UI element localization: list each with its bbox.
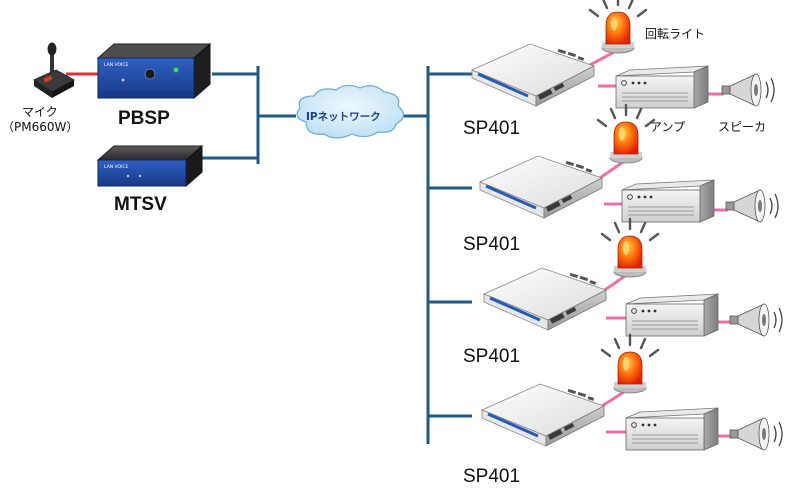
sp401-device [482,266,608,332]
amp-label: アンプ [650,120,685,134]
sp401-label-4: SP401 [463,466,520,487]
sp401-group-3 [482,217,783,337]
sp401-label-1: SP401 [463,118,520,139]
amplifier-icon [625,293,719,337]
mic-model-label: （PM660W） [2,120,78,134]
speaker-icon [725,189,779,223]
sp401-group-4 [480,333,783,451]
mtsv-label: MTSV [114,194,167,215]
amplifier-icon [621,179,715,223]
microphone-icon [32,42,100,98]
pbsp-label: PBSP [118,108,170,129]
sp401-label-2: SP401 [463,234,520,255]
cloud-icon [296,84,405,139]
pbsp-device: LAN VOICE [96,42,212,100]
sp401-group-1 [470,0,775,109]
amplifier-icon [625,407,719,451]
rotating-light-label: 回転ライト [645,27,705,41]
amplifier-icon [615,65,709,109]
rotating-light-icon [600,333,660,395]
rotating-light-icon [596,103,656,165]
speaker-icon [721,73,775,107]
mtsv-device: LAN VOICE [96,144,204,188]
network-label: IPネットワーク [306,111,381,123]
network-lines [200,66,472,444]
sp401-label-3: SP401 [463,346,520,367]
sp401-group-2 [478,103,779,223]
speaker-icon [729,417,783,451]
pbsp-brand: LAN VOICE [104,62,128,68]
speaker-label: スピーカ [718,120,766,134]
speaker-icon [729,303,783,337]
mic-label: マイク [22,105,58,119]
mtsv-brand: LAN VOICE [104,164,128,170]
rotating-light-icon [600,217,660,279]
sp401-device [478,154,604,220]
sp401-device [480,382,606,448]
rotating-light-icon [588,0,648,55]
sp401-device [470,42,596,108]
